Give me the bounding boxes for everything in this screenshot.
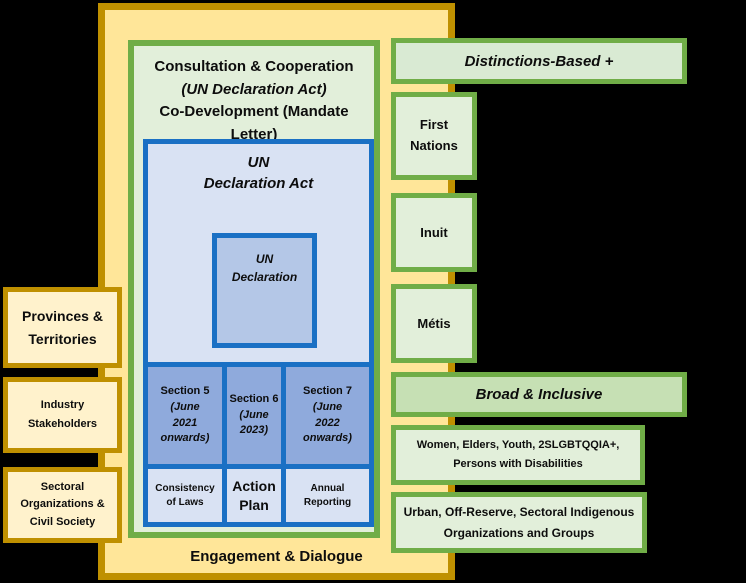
urban-off-reserve-box: Urban, Off-Reserve, Sectoral Indigenous … — [391, 492, 647, 553]
metis-box: Métis — [391, 284, 477, 363]
section5-date: (June 2021 onwards) — [160, 400, 210, 445]
un-declaration-title: UN Declaration — [217, 250, 312, 286]
inuit-box: Inuit — [391, 193, 477, 272]
provinces-territories-box: Provinces & Territories — [3, 287, 122, 368]
section5-cell: Section 5 (June 2021 onwards) — [148, 367, 222, 464]
section5-name: Section 5 — [160, 384, 210, 397]
broad-inclusive-header: Broad & Inclusive — [391, 372, 687, 417]
un-declaration-title-line1: UN — [255, 252, 274, 266]
un-declaration-act-title-line1: UN — [247, 154, 270, 171]
un-declaration-box: UN Declaration — [212, 233, 317, 348]
engagement-dialogue-label: Engagement & Dialogue — [190, 547, 363, 565]
section7-date: (June 2022 onwards) — [303, 400, 352, 445]
sectoral-organizations-box: Sectoral Organizations & Civil Society — [3, 467, 122, 543]
consistency-of-laws-cell: Consistency of Laws — [148, 469, 222, 522]
section7-name: Section 7 — [303, 384, 352, 397]
consultation-title-line1: Consultation & Cooperation — [154, 58, 354, 75]
section6-cell: Section 6 (June 2023) — [227, 367, 281, 464]
section6-date: (June 2023) — [239, 408, 269, 437]
consultation-title: Consultation & Cooperation (UN Declarati… — [141, 56, 367, 146]
women-elders-youth-box: Women, Elders, Youth, 2SLGBTQQIA+, Perso… — [391, 425, 645, 485]
un-declaration-act-title-line2: Declaration Act — [203, 175, 314, 192]
un-declaration-title-line2: Declaration — [231, 270, 298, 284]
section6-name: Section 6 — [229, 392, 279, 405]
industry-stakeholders-box: Industry Stakeholders — [3, 377, 122, 453]
un-declaration-act-title: UN Declaration Act — [148, 152, 369, 194]
consultation-title-line3: Co-Development (Mandate Letter) — [159, 103, 349, 143]
distinctions-based-header: Distinctions-Based + — [391, 38, 687, 84]
annual-reporting-cell: Annual Reporting — [286, 469, 369, 522]
first-nations-box: First Nations — [391, 92, 477, 180]
section7-cell: Section 7 (June 2022 onwards) — [286, 367, 369, 464]
action-plan-cell: Action Plan — [227, 469, 281, 522]
consultation-title-line2: (UN Declaration Act) — [181, 80, 327, 98]
sections-grid: Section 5 (June 2021 onwards) Section 6 … — [143, 362, 374, 527]
